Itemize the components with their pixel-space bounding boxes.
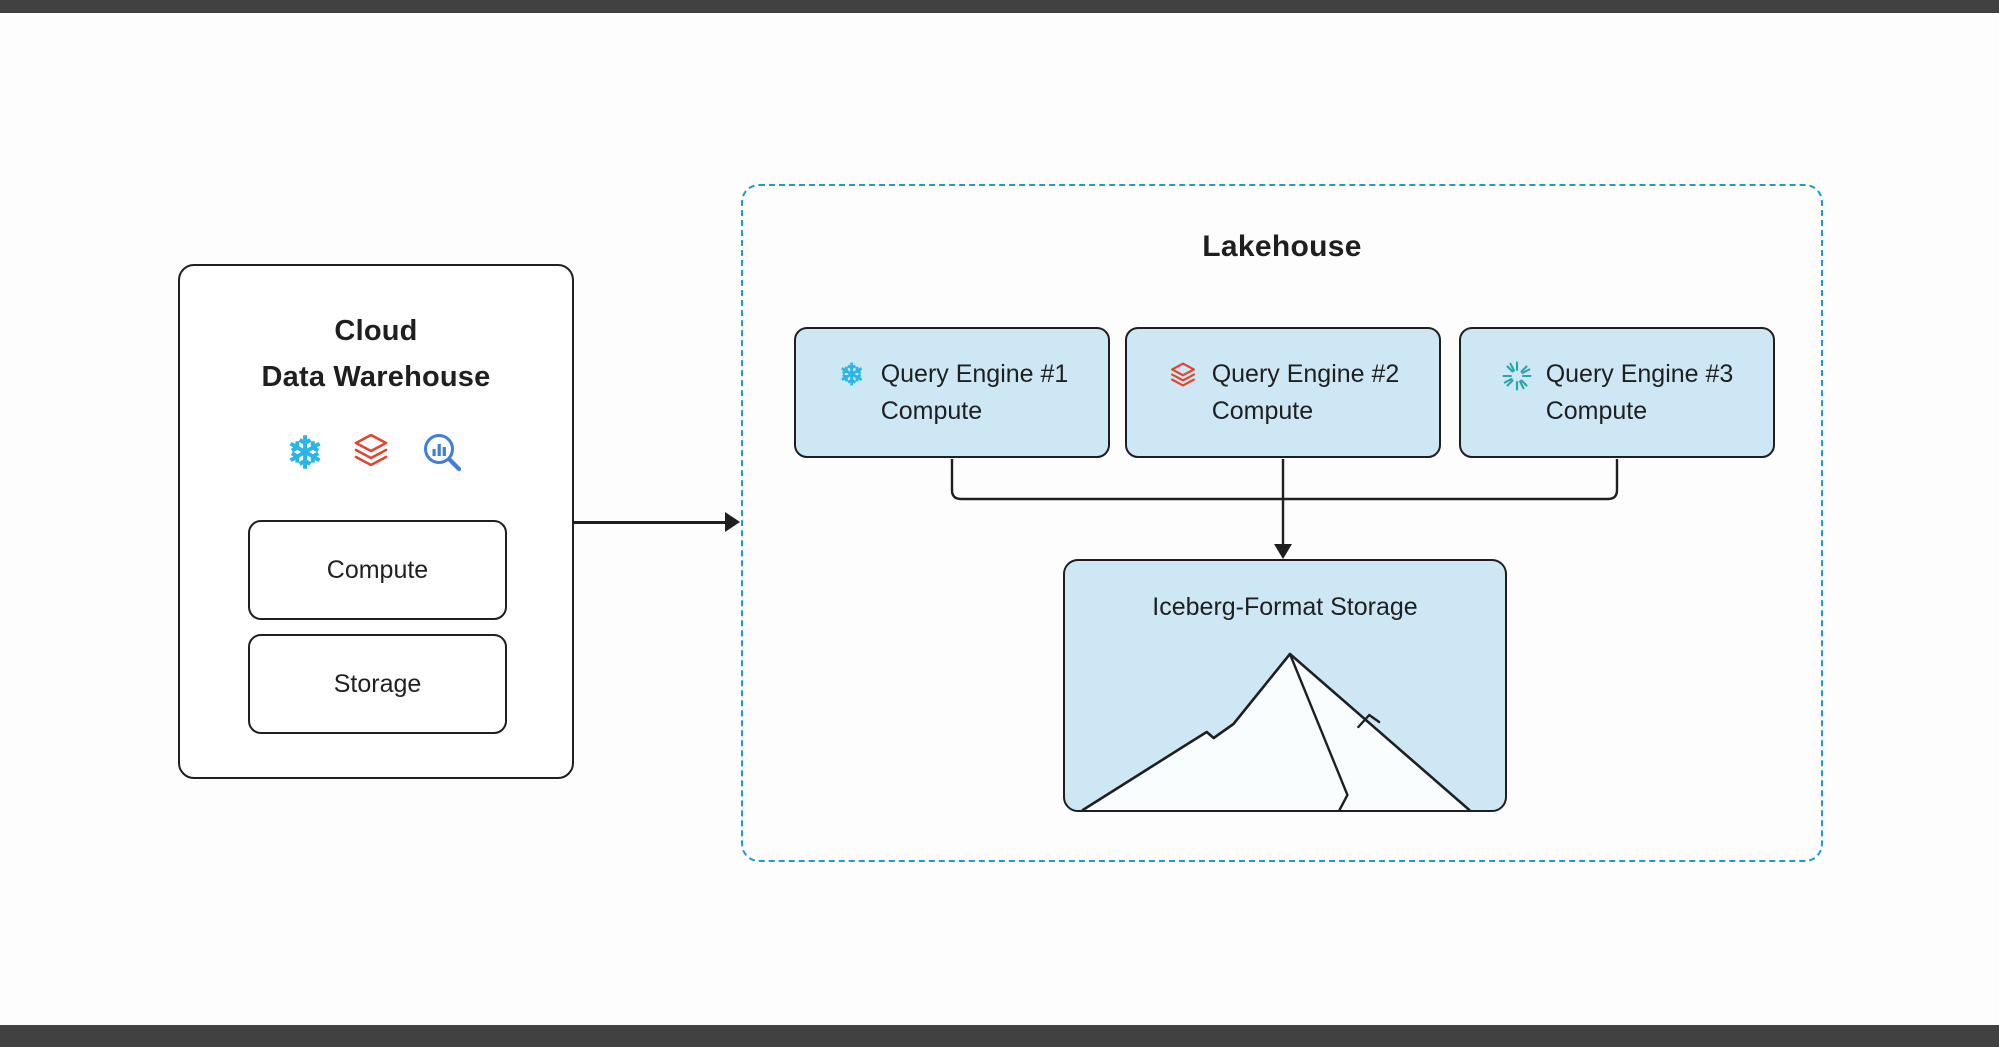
- storage-label: Storage: [333, 669, 422, 698]
- warehouse-vendor-icons: ❄: [180, 428, 572, 480]
- arrow-shaft: [574, 521, 726, 524]
- query-engine-2-name: Query Engine #2: [1211, 359, 1400, 388]
- compute-box: Compute: [248, 520, 507, 620]
- compute-label: Compute: [326, 555, 429, 584]
- query-engine-2-sub: Compute: [1211, 396, 1314, 425]
- starburst-icon: [1501, 360, 1533, 392]
- snowflake-icon: ❄: [286, 429, 324, 478]
- storage-box: Storage: [248, 634, 507, 734]
- databricks-icon: [349, 430, 393, 479]
- query-engine-3-sub: Compute: [1545, 396, 1648, 425]
- iceberg-illustration: [1081, 652, 1471, 810]
- down-arrow-head: [1274, 544, 1292, 559]
- iceberg-storage-title: Iceberg-Format Storage: [1152, 593, 1418, 621]
- warehouse-title-line2: Data Warehouse: [261, 361, 491, 393]
- cloud-data-warehouse-box: Cloud Data Warehouse ❄: [178, 264, 574, 779]
- lakehouse-title: Lakehouse: [1202, 230, 1362, 263]
- query-engine-1-sub: Compute: [880, 396, 983, 425]
- query-engine-3-box: Query Engine #3 Compute: [1459, 327, 1775, 458]
- chart-magnifier-icon: [419, 429, 465, 480]
- warehouse-title-line1: Cloud: [334, 315, 418, 347]
- bottom-letterbox-bar: [0, 1025, 1999, 1047]
- arrow-head: [725, 512, 740, 532]
- query-engine-3-name: Query Engine #3: [1545, 359, 1734, 388]
- databricks-icon: [1167, 360, 1199, 392]
- query-engine-2-box: Query Engine #2 Compute: [1125, 327, 1441, 458]
- lakehouse-container: Lakehouse ❄ Query Engine #1 Compute: [741, 184, 1823, 862]
- snowflake-icon: ❄: [839, 358, 865, 392]
- warehouse-title: Cloud Data Warehouse: [180, 308, 572, 400]
- warehouse-to-lakehouse-arrow: [574, 512, 740, 532]
- query-engine-1-box: ❄ Query Engine #1 Compute: [794, 327, 1110, 458]
- top-letterbox-bar: [0, 0, 1999, 13]
- query-engine-1-name: Query Engine #1: [880, 359, 1069, 388]
- iceberg-storage-box: Iceberg-Format Storage: [1063, 559, 1507, 812]
